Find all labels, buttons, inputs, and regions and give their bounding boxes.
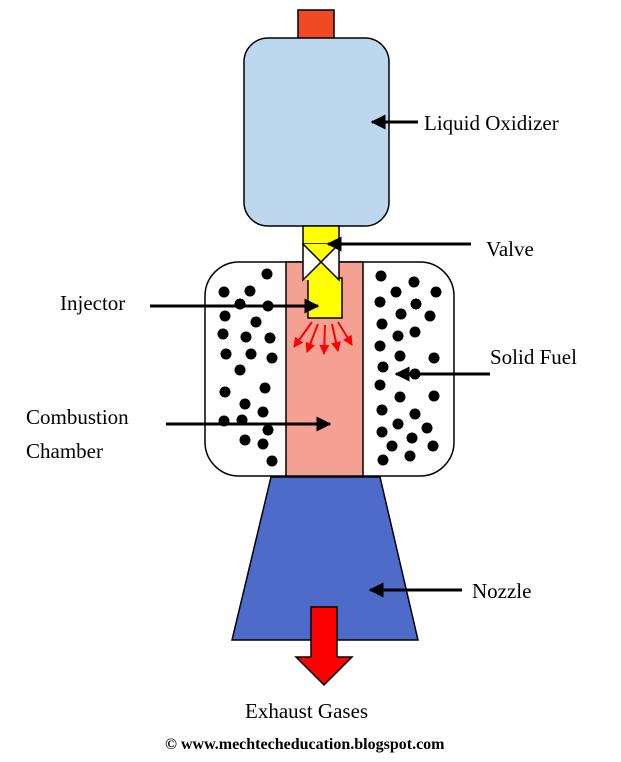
feed-pipe	[302, 225, 340, 245]
label-injector: Injector	[60, 291, 125, 315]
label-liquid-oxidizer: Liquid Oxidizer	[424, 111, 559, 135]
nozzle	[231, 476, 419, 641]
fuel-dots-left	[217, 268, 278, 467]
credit-text: © www.mechtecheducation.blogspot.com	[165, 736, 445, 753]
oxidizer-tank	[243, 37, 390, 227]
label-chamber: Chamber	[26, 439, 103, 463]
exhaust-arrow	[294, 606, 354, 687]
injector-pipe	[307, 277, 343, 319]
injector-spray	[293, 321, 353, 355]
pointer-arrows	[150, 114, 490, 598]
label-combustion: Combustion	[26, 405, 129, 429]
label-nozzle: Nozzle	[472, 579, 531, 603]
fuel-dots-right	[374, 270, 442, 466]
label-exhaust-gases: Exhaust Gases	[245, 699, 368, 723]
label-valve: Valve	[486, 237, 534, 261]
label-solid-fuel: Solid Fuel	[490, 345, 577, 369]
valve-symbol	[302, 242, 340, 282]
